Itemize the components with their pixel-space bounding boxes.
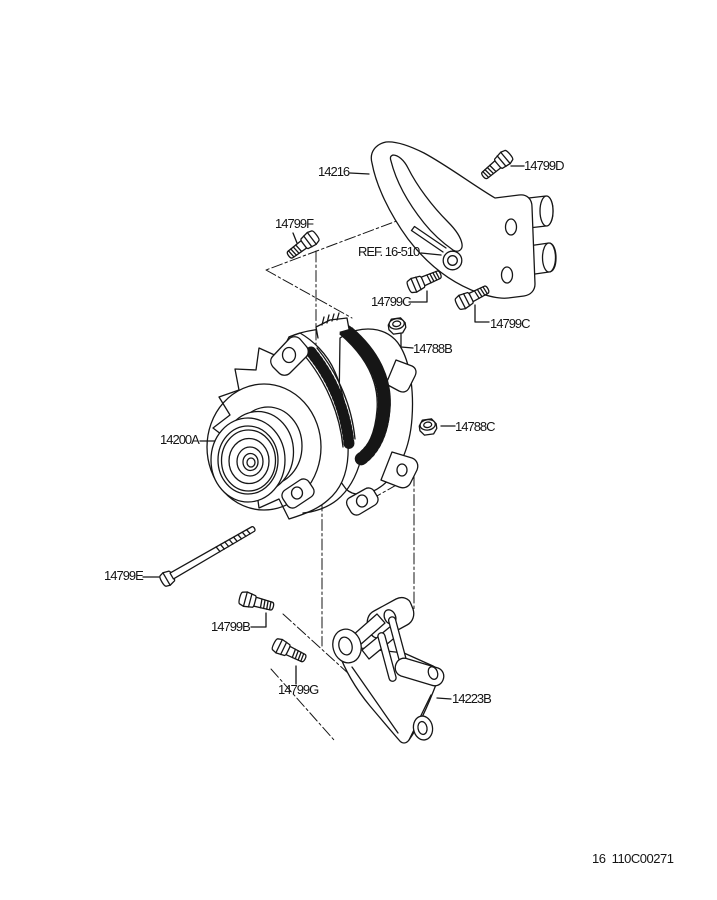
part-label-14216[interactable]: 14216	[318, 164, 350, 179]
part-label-14799f[interactable]: 14799F	[275, 216, 314, 231]
part-label-14799e[interactable]: 14799E	[104, 568, 144, 583]
part-label-14799b[interactable]: 14799B	[211, 619, 251, 634]
nut-14788c-drawing	[417, 417, 439, 437]
nut-14788b-drawing	[386, 316, 408, 336]
part-label-14799g[interactable]: 14799G	[278, 682, 319, 697]
leader-lines	[142, 165, 525, 700]
bolt-14799g-drawing	[269, 636, 310, 667]
part-label-14788b[interactable]: 14788B	[413, 341, 453, 356]
bolt-14799b-drawing	[237, 589, 276, 615]
assembly-center-lines	[265, 215, 415, 741]
part-label-14799d[interactable]: 14799D	[524, 158, 565, 173]
ref-wire-ring-terminal-drawing	[410, 225, 463, 271]
part-label-14200a[interactable]: 14200A	[160, 432, 200, 447]
bracket-14223b-drawing	[332, 597, 445, 744]
bolt-14799d-drawing	[477, 147, 516, 183]
part-label-ref-16-510[interactable]: REF. 16-510	[358, 244, 420, 259]
part-label-14223b[interactable]: 14223B	[452, 691, 492, 706]
bolt-14799e-long-drawing	[159, 526, 256, 587]
part-label-14788c[interactable]: 14788C	[455, 419, 496, 434]
figure-code: 16 110C00271	[592, 851, 674, 866]
bolt-14799c-upper-drawing	[404, 266, 445, 296]
bracket-14216-drawing	[370, 141, 557, 299]
part-label-14799c-right[interactable]: 14799C	[490, 316, 531, 331]
bolt-14799f-drawing	[283, 228, 322, 263]
part-label-14799c-upper[interactable]: 14799C	[371, 294, 412, 309]
alternator-14200a-drawing	[206, 312, 419, 520]
